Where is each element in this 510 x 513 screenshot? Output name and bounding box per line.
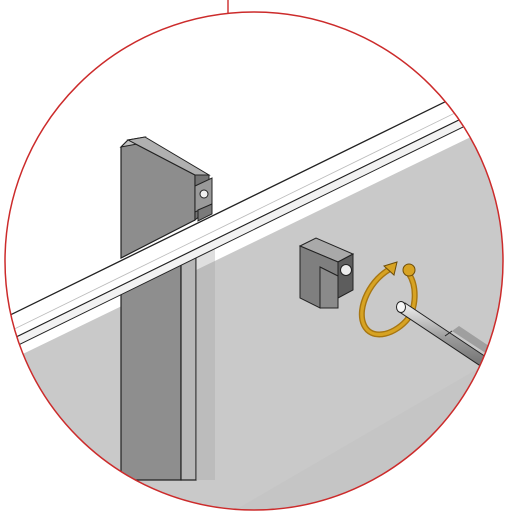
clip-tip-right: [402, 263, 416, 277]
mounting-bracket-side: [337, 253, 354, 299]
mounting-bracket-lower-face: [319, 266, 339, 309]
vertical-post-side: [180, 227, 197, 481]
callout-circle-border: [4, 11, 504, 511]
hinge-bracket: [194, 177, 213, 222]
vertical-post-shadow: [196, 219, 215, 480]
horizontal-rail-front-face: [5, 94, 503, 355]
rail-inner-edge: [5, 85, 503, 337]
bracket-hole-icon: [340, 264, 352, 276]
mounting-bracket: [298, 237, 355, 309]
clip-tip-left: [383, 261, 398, 276]
snap-ring-clip: [358, 261, 418, 338]
horizontal-rail-top-face: [5, 68, 503, 347]
